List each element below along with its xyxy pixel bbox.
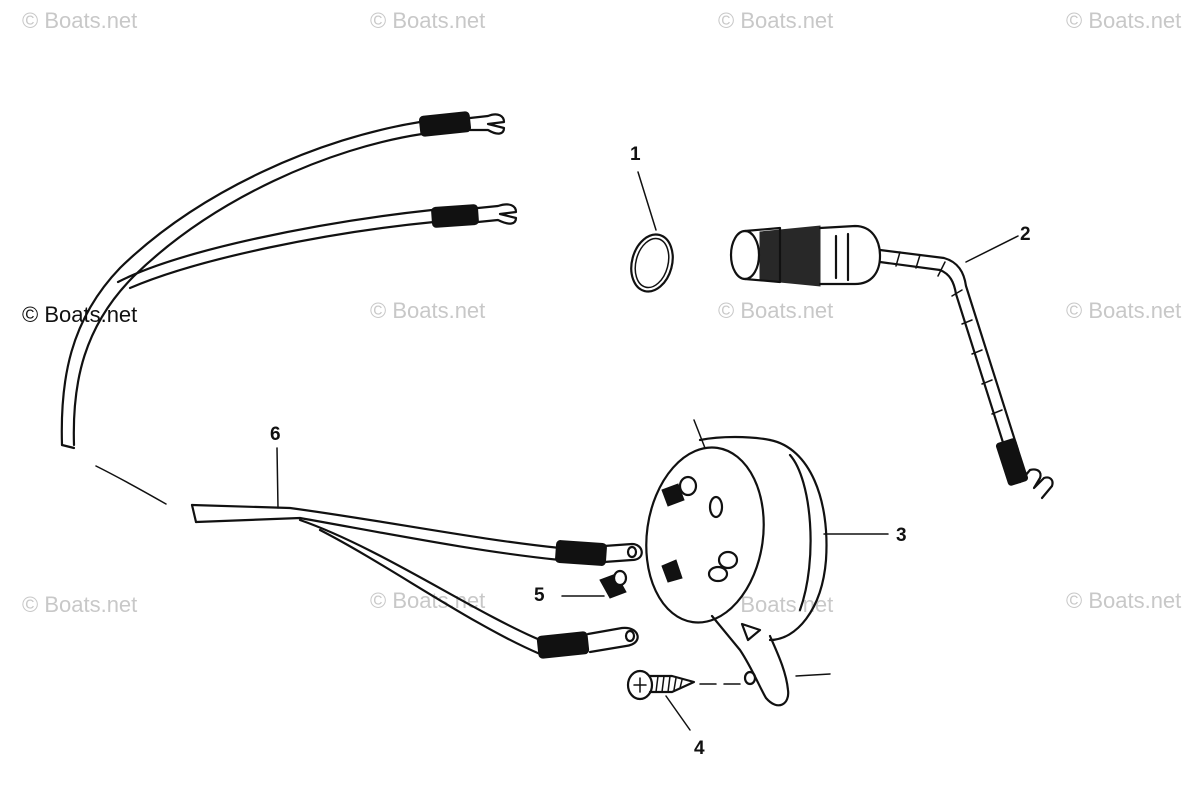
watermark-1: © Boats.net [22,8,137,33]
callout-5: 5 [534,585,545,606]
callout-4: 4 [694,738,705,759]
break-line [95,465,167,505]
watermark-8: © Boats.net [1066,298,1181,323]
watermark-2: © Boats.net [370,8,485,33]
watermark-9: © Boats.net [22,592,137,617]
light-socket [729,224,1054,500]
terminal-nut [599,569,628,599]
watermark-4: © Boats.net [1066,8,1181,33]
leader-4 [665,695,691,731]
watermark-5: © Boats.net [22,302,137,327]
watermark-12: © Boats.net [1066,588,1181,613]
retaining-ring [630,233,674,293]
callout-3: 3 [896,525,907,546]
leader-2 [965,235,1019,263]
callout-2: 2 [1020,224,1031,245]
leader-6 [276,447,279,509]
leader-1 [637,171,657,231]
watermarks: © Boats.net © Boats.net © Boats.net © Bo… [22,8,1181,617]
watermark-3: © Boats.net [718,8,833,33]
upper-wire-harness [60,111,518,450]
callout-6: 6 [270,424,281,445]
watermark-7: © Boats.net [718,298,833,323]
watermark-6: © Boats.net [370,298,485,323]
gauge-body [645,419,828,707]
callout-1: 1 [630,144,641,165]
mounting-screw [626,669,831,701]
lower-wire-harness [190,503,643,659]
